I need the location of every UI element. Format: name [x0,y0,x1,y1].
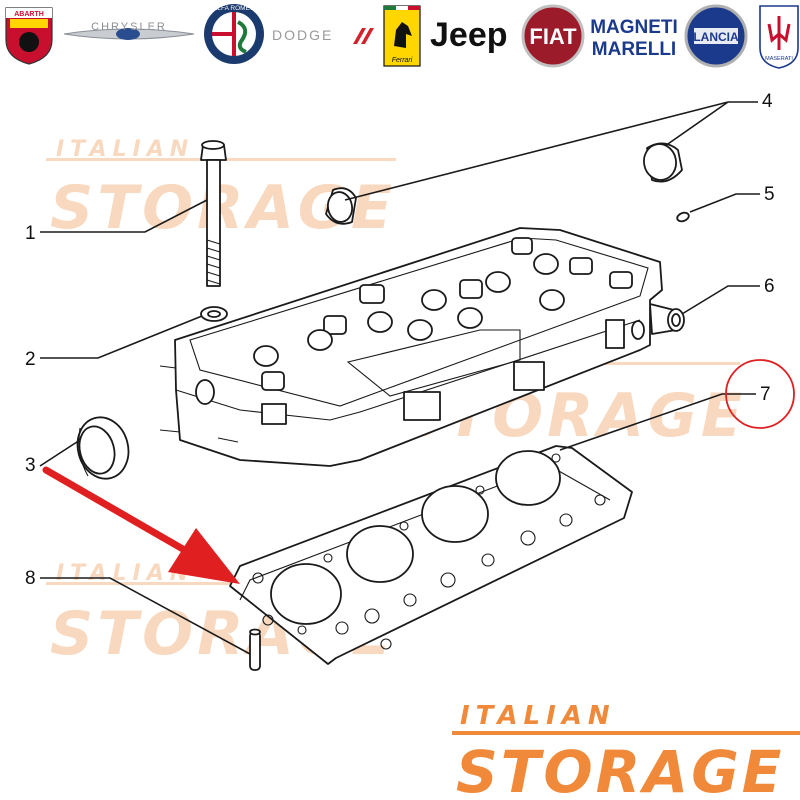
magneti-marelli-line2: MARELLI [592,39,676,60]
part-8-dowel-pin [249,628,261,671]
part-2-washer [200,306,228,322]
maserati-logo: MASERATI [759,5,799,69]
callout-5: 5 [764,184,775,205]
fiat-logo: FIAT [521,4,585,68]
italian-storage-logo: ITALIAN STORAGE [452,701,800,800]
leader-lines [39,101,760,655]
maserati-logo-text: MASERATI [765,56,793,62]
gasket-holes [252,453,606,650]
cylinder-head [159,227,663,467]
lancia-logo-text: LANCIA [693,30,739,44]
callout-8: 8 [25,568,36,589]
chrysler-logo: CHRYSLER [63,21,195,40]
alfa-romeo-logo-text: ALFA ROMEO [213,5,255,12]
magneti-marelli-line1: MAGNETI [590,17,678,38]
brand-logo-strip: ABARTH CHRYSLER ALFA ROMEO DODGE [5,4,799,69]
watermark-line1: ITALIAN [56,137,194,162]
cam-towers [261,237,633,391]
jeep-logo: Jeep [430,16,508,54]
part-5-small-plug [676,211,690,223]
lancia-logo: LANCIA [684,4,748,68]
callout-1: 1 [25,223,36,244]
callout-7: 7 [760,384,771,405]
part-1-head-bolt [200,140,227,287]
ferrari-logo: Ferrari [383,5,421,67]
callout-4: 4 [762,91,773,112]
abarth-logo-text: ABARTH [14,11,44,18]
watermark-line1: ITALIAN [56,561,194,586]
watermark-rule [46,582,396,585]
callout-2: 2 [25,349,36,370]
dodge-logo: DODGE [272,27,374,44]
chrysler-logo-text: CHRYSLER [91,21,167,33]
ferrari-logo-text: Ferrari [392,57,413,64]
callout-numbers: 1 2 3 4 5 6 7 8 [25,91,775,589]
footer-logo-rule [452,731,800,735]
footer-logo-line2: STORAGE [456,738,784,800]
dodge-logo-text: DODGE [272,27,333,43]
abarth-logo: ABARTH [5,7,53,65]
callout-3: 3 [25,455,36,476]
magneti-marelli-logo: MAGNETI MARELLI [590,17,678,60]
highlight-arrow [42,466,240,584]
part-3-seal-ring [76,416,130,480]
fiat-logo-text: FIAT [529,24,577,49]
part-7-head-gasket [229,445,633,665]
valve-followers [253,253,565,367]
footer-logo-line1: ITALIAN [460,701,616,731]
part-6-fitting [649,303,685,335]
part-4-core-plug-2 [643,142,683,183]
alfa-romeo-logo: ALFA ROMEO [204,4,264,64]
callout-6: 6 [764,276,775,297]
highlight-circle-part-7 [725,359,795,429]
